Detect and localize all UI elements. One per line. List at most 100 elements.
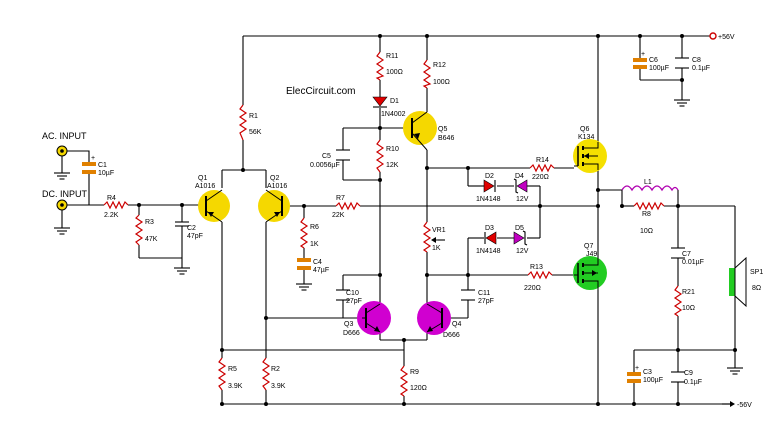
q2-ref: Q2	[270, 175, 279, 182]
r14-ref: R14	[536, 157, 549, 164]
transistor-q2	[258, 189, 290, 223]
d4-value: 12V	[516, 196, 529, 203]
capacitor-c11	[461, 289, 475, 301]
ground-icon	[295, 283, 313, 291]
c11-ref: C11	[478, 290, 490, 297]
positive-rail-terminal[interactable]	[709, 32, 717, 40]
mosfet-q6	[573, 139, 607, 173]
d1-ref: D1	[390, 98, 399, 105]
capacitor-c1	[82, 162, 96, 177]
c6-ref: C6	[649, 57, 658, 64]
resistor-r21	[673, 285, 683, 317]
ground-icon	[673, 99, 691, 107]
transistor-q3	[357, 301, 391, 335]
resistor-r13	[527, 270, 553, 280]
diode-d3	[484, 231, 497, 245]
r9-value: 120Ω	[410, 385, 427, 392]
c4-value: 47µF	[313, 267, 329, 274]
input-jack-dc[interactable]	[56, 199, 68, 215]
c4-ref: C4	[313, 259, 322, 266]
capacitor-c8	[675, 57, 689, 69]
d2-ref: D2	[485, 173, 494, 180]
q3-ref: Q3	[344, 321, 353, 328]
junction-dots	[137, 34, 737, 406]
c8-value: 0.1µF	[692, 65, 710, 72]
r12-value: 100Ω	[433, 79, 450, 86]
capacitor-c4	[297, 258, 311, 272]
resistor-r8	[633, 201, 665, 211]
svg-text:+: +	[635, 365, 639, 372]
resistor-r10	[375, 139, 385, 173]
c1-value: 10µF	[98, 170, 114, 177]
diode-d1	[372, 96, 388, 108]
c11-value: 27pF	[478, 298, 494, 305]
pos-rail-label: +56V	[718, 34, 735, 41]
c10-ref: C10	[346, 290, 359, 297]
c8-ref: C8	[692, 57, 701, 64]
r5-value: 3.9K	[228, 383, 243, 390]
transistor-q1	[198, 189, 230, 223]
q7-ref: Q7	[584, 243, 593, 250]
svg-text:+: +	[91, 155, 95, 162]
c6-value: 100µF	[649, 65, 669, 72]
r21-ref: R21	[682, 289, 695, 296]
q6-ref: Q6	[580, 126, 589, 133]
capacitor-c7	[671, 247, 685, 259]
r8-ref: R8	[642, 211, 651, 218]
diode-d2	[483, 179, 496, 193]
inductor-l1	[621, 185, 679, 192]
neg-rail-label: -56V	[737, 402, 752, 409]
input-jack-ac[interactable]	[56, 145, 68, 161]
q5-value: B646	[438, 135, 454, 142]
c5-value: 0.0056µF	[310, 162, 340, 169]
ground-icon	[53, 227, 71, 235]
resistor-r3	[134, 214, 144, 246]
potentiometer-vr1[interactable]	[422, 221, 445, 253]
q4-value: D666	[443, 332, 460, 339]
q6-value: K134	[578, 134, 594, 141]
capacitor-c3	[627, 372, 641, 383]
r13-ref: R13	[530, 264, 543, 271]
resistor-r7	[335, 201, 361, 211]
r4-ref: R4	[107, 195, 116, 202]
r10-ref: R10	[386, 146, 399, 153]
r2-value: 3.9K	[271, 383, 286, 390]
r8-value: 10Ω	[640, 228, 653, 235]
r11-value: 100Ω	[386, 69, 403, 76]
resistor-r12	[422, 59, 432, 89]
r13-value: 220Ω	[524, 285, 541, 292]
vr1-value: 1K	[432, 245, 441, 252]
zener-d5	[513, 230, 528, 246]
negative-rail-terminal	[722, 401, 735, 407]
resistor-r4	[103, 200, 129, 210]
capacitor-c10	[336, 289, 350, 301]
q2-value: A1016	[267, 183, 287, 190]
wires	[61, 35, 736, 405]
vr1-ref: VR1	[432, 227, 446, 234]
r4-value: 2.2K	[104, 212, 119, 219]
resistor-r14	[529, 163, 555, 173]
r7-ref: R7	[336, 195, 345, 202]
c3-value: 100µF	[643, 377, 663, 384]
c3-ref: C3	[643, 369, 652, 376]
sp1-value: 8Ω	[752, 285, 761, 292]
c1-ref: C1	[98, 162, 107, 169]
c9-value: 0.1µF	[684, 379, 702, 386]
speaker-sp1	[729, 256, 747, 308]
transistor-q5	[403, 111, 437, 151]
zener-d4	[513, 178, 528, 194]
q7-value: J49	[586, 251, 597, 258]
ground-icon	[53, 172, 71, 180]
ground-icon	[173, 267, 191, 275]
d4-ref: D4	[515, 173, 524, 180]
d2-value: 1N4148	[476, 196, 501, 203]
r3-value: 47K	[145, 236, 158, 243]
r2-ref: R2	[271, 366, 280, 373]
d1-value: 1N4002	[381, 111, 406, 118]
q5-ref: Q5	[438, 126, 447, 133]
q1-value: A1016	[195, 183, 215, 190]
c7-value: 0.01µF	[682, 259, 704, 266]
r14-value: 220Ω	[532, 174, 549, 181]
c2-value: 47pF	[187, 233, 203, 240]
